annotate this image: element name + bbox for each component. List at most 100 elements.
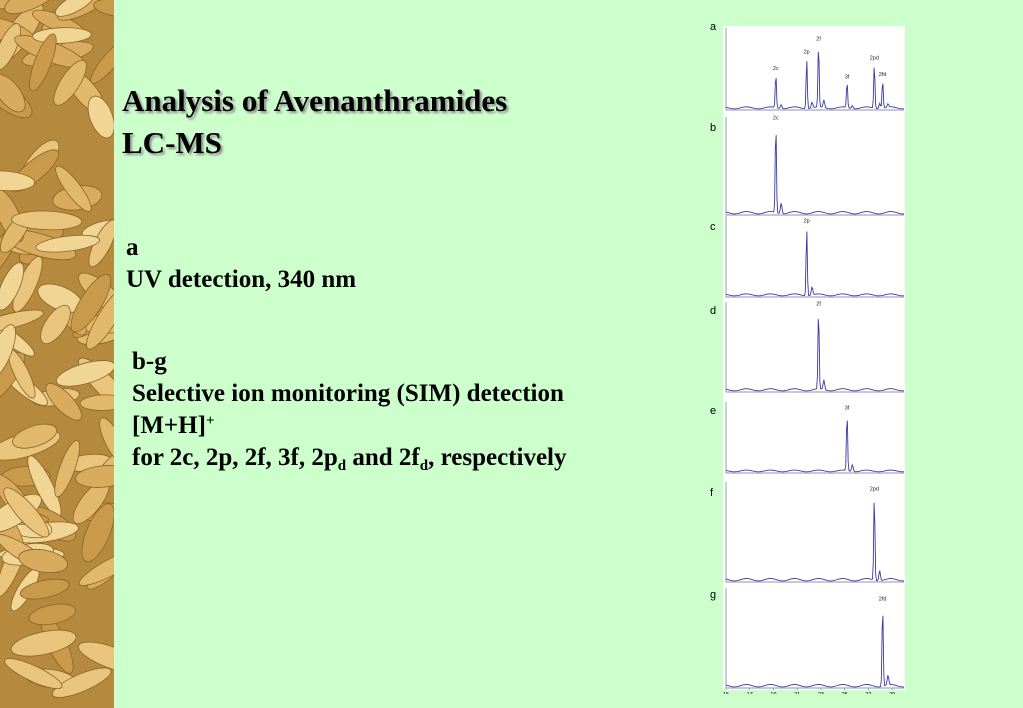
page-title: Analysis of Avenanthramides LC-MS: [122, 80, 507, 164]
oat-grain: [78, 547, 114, 586]
panel-axes-a: [725, 28, 904, 111]
oat-grain: [81, 503, 114, 563]
oat-grain: [86, 287, 114, 350]
peak-label-a-2f: 2f: [816, 37, 821, 43]
peak-label-a-2pd: 2pd: [870, 55, 879, 61]
chart-background: [723, 26, 905, 690]
x-tick-label-17: 17: [747, 692, 753, 694]
peak-label-a-3f: 3f: [845, 74, 850, 80]
oat-grain: [55, 165, 92, 212]
subscript-d-1: d: [337, 458, 347, 474]
oat-grain: [53, 59, 87, 106]
x-tick-label-27: 27: [865, 692, 871, 694]
oat-grain: [75, 465, 114, 488]
oat-grains: [0, 0, 114, 698]
line3-suffix: , respectively: [428, 444, 567, 471]
panel-label-d: d: [710, 305, 716, 317]
chromatogram-stack: a2c2p2f3f2pd2fdb2cc2pd2fe3ff2pdg2fd15171…: [710, 21, 905, 694]
oat-grain: [78, 641, 114, 675]
x-tick-label-21: 21: [794, 692, 800, 694]
section-bg-line1: Selective ion monitoring (SIM) detection: [132, 380, 564, 407]
oat-grain: [45, 383, 82, 421]
ion-base: [M+H]: [132, 412, 206, 439]
line3-prefix: for 2c, 2p, 2f, 3f, 2p: [132, 444, 338, 471]
ion-formula: [M+H]+: [132, 410, 567, 442]
chromatogram-panel-b: b 2c: [710, 115, 905, 216]
x-tick-label-23: 23: [818, 692, 824, 694]
oat-grain: [55, 360, 114, 387]
section-a-text: UV detection, 340 nm: [126, 266, 357, 293]
section-bg-label: b-g: [132, 348, 167, 375]
peak-label-a-2c: 2c: [773, 66, 779, 72]
trace-e: [725, 420, 905, 473]
oat-grain: [0, 170, 35, 192]
oat-grain: [87, 95, 114, 139]
chromatogram-panel-c: c 2p: [710, 216, 905, 298]
panel-label-a: a: [710, 21, 717, 33]
chromatogram-panel-g: g2fd1517192123252729Time (min): [710, 588, 905, 694]
panel-axes-e: [725, 402, 904, 474]
chromatogram-panel-a: a 2c 2p 2f 3f 2pd 2fd: [710, 21, 905, 111]
peak-label-e-3f: 3f: [845, 405, 850, 411]
panel-axes-c: [725, 216, 904, 298]
peak-label-a-2fd: 2fd: [879, 72, 887, 78]
oat-grain: [0, 74, 26, 113]
oat-grain: [51, 667, 112, 698]
panel-label-c: c: [710, 221, 716, 233]
oat-grain: [0, 324, 16, 380]
oat-grain-photo: [0, 0, 114, 708]
oat-grain: [18, 548, 68, 574]
oat-grain: [0, 262, 25, 311]
oat-grain: [90, 39, 114, 84]
oat-grain: [3, 487, 50, 538]
x-tick-label-15: 15: [723, 692, 729, 694]
panel-label-e: e: [710, 405, 716, 417]
section-a-label: a: [126, 234, 139, 261]
section-bg-line3: for 2c, 2p, 2f, 3f, 2pd and 2fd, respect…: [132, 442, 567, 474]
oat-grain: [4, 658, 63, 690]
title-line-2: LC-MS: [122, 125, 222, 160]
oat-grain: [93, 0, 114, 18]
x-tick-label-19: 19: [770, 692, 776, 694]
oat-grain: [0, 23, 21, 71]
trace-f: [725, 502, 905, 582]
trace-d: [725, 319, 905, 392]
oat-grain: [11, 210, 83, 231]
peak-label-b-2c: 2c: [773, 115, 779, 121]
oat-grain: [35, 234, 100, 253]
oat-grain: [99, 417, 114, 466]
oat-grain: [4, 0, 59, 15]
chromatogram-panel-e: e 3f: [710, 402, 905, 474]
oat-grain: [40, 304, 71, 345]
oat-grain: [54, 0, 96, 17]
chromatogram-panel-d: d 2f: [710, 302, 905, 393]
trace-g: [725, 615, 905, 688]
panel-label-b: b: [710, 122, 716, 134]
oat-grain: [12, 423, 58, 449]
oat-grain: [79, 394, 114, 411]
trace-a: [725, 51, 905, 110]
oat-grain: [54, 439, 81, 498]
panel-axes-d: [725, 302, 904, 393]
panel-axes-b: [725, 117, 904, 216]
sim-detection-block: b-g Selective ion monitoring (SIM) detec…: [132, 346, 567, 474]
chromatogram-panel-f: f 2pd: [710, 482, 905, 583]
panel-axes-f: [725, 482, 904, 583]
peak-label-g-2fd: 2fd: [879, 597, 887, 603]
ion-charge: +: [205, 413, 215, 429]
x-tick-label-25: 25: [842, 692, 848, 694]
peak-label-f-2pd: 2pd: [870, 487, 879, 493]
trace-b: [725, 135, 905, 215]
oat-grain: [29, 33, 57, 92]
trace-c: [725, 231, 905, 297]
panel-label-g: g: [710, 589, 716, 601]
subscript-d-2: d: [419, 458, 429, 474]
peak-label-d-2f: 2f: [816, 302, 821, 308]
peak-label-c-2p: 2p: [804, 219, 810, 225]
oat-grain: [70, 274, 112, 333]
panel-label-f: f: [710, 487, 714, 499]
oat-grain: [10, 629, 77, 657]
peak-label-a-2p: 2p: [804, 50, 810, 56]
oat-grain: [28, 603, 77, 626]
oat-grain: [19, 578, 70, 600]
